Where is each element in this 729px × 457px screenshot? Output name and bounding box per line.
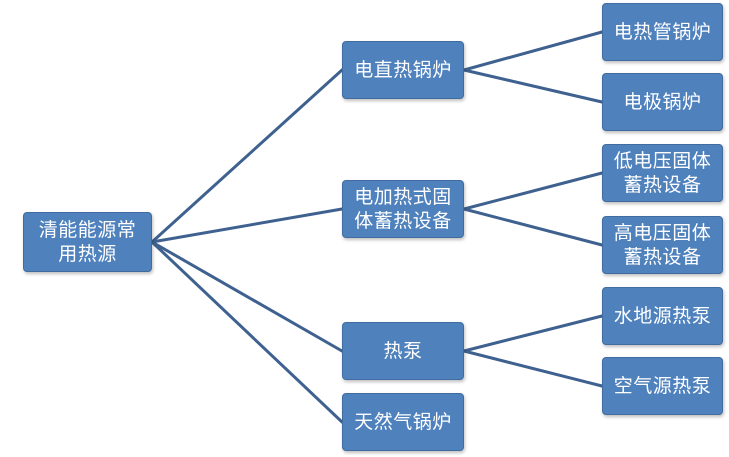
connector-root-to-category-3	[150, 240, 344, 353]
connector-category-2-to-leaf-4	[462, 207, 604, 247]
leaf-node-air-source-heat-pump: 空气源热泵	[602, 357, 723, 415]
leaf-node-label: 电热管锅炉	[613, 21, 712, 43]
leaf-node-label: 空气源热泵	[613, 375, 712, 397]
connector-root-to-category-4	[150, 240, 344, 424]
leaf-node-electric-tube-boiler: 电热管锅炉	[602, 3, 723, 61]
leaf-node-electrode-boiler: 电极锅炉	[602, 73, 723, 131]
connector-category-2-to-leaf-3	[462, 171, 604, 211]
leaf-node-label: 电极锅炉	[623, 91, 702, 113]
category-node-electric-direct-boiler: 电直热锅炉	[342, 41, 464, 99]
leaf-node-water-ground-heat-pump: 水地源热泵	[602, 287, 723, 345]
category-node-label: 电加热式固 体蓄热设备	[354, 186, 452, 232]
root-node-label: 清能能源常 用热源	[38, 219, 137, 265]
category-node-heat-pump: 热泵	[342, 322, 464, 380]
connector-root-to-category-2	[150, 207, 344, 244]
connector-category-1-to-leaf-1	[462, 30, 604, 72]
leaf-node-label: 低电压固体 蓄热设备	[613, 150, 712, 196]
leaf-node-high-voltage-storage: 高电压固体 蓄热设备	[602, 216, 723, 274]
category-node-gas-boiler: 天然气锅炉	[342, 393, 464, 451]
category-node-label: 天然气锅炉	[354, 411, 452, 433]
leaf-node-label: 高电压固体 蓄热设备	[613, 222, 712, 268]
connector-category-3-to-leaf-6	[462, 349, 604, 388]
leaf-node-low-voltage-storage: 低电压固体 蓄热设备	[602, 144, 723, 202]
root-node: 清能能源常 用热源	[23, 212, 152, 272]
leaf-node-label: 水地源热泵	[613, 305, 712, 327]
connector-category-3-to-leaf-5	[462, 314, 604, 353]
connector-root-to-category-1	[150, 68, 344, 244]
category-node-label: 电直热锅炉	[354, 59, 452, 81]
connector-category-1-to-leaf-2	[462, 68, 604, 104]
category-node-label: 热泵	[383, 340, 423, 362]
category-node-electric-solid-storage: 电加热式固 体蓄热设备	[342, 180, 464, 238]
